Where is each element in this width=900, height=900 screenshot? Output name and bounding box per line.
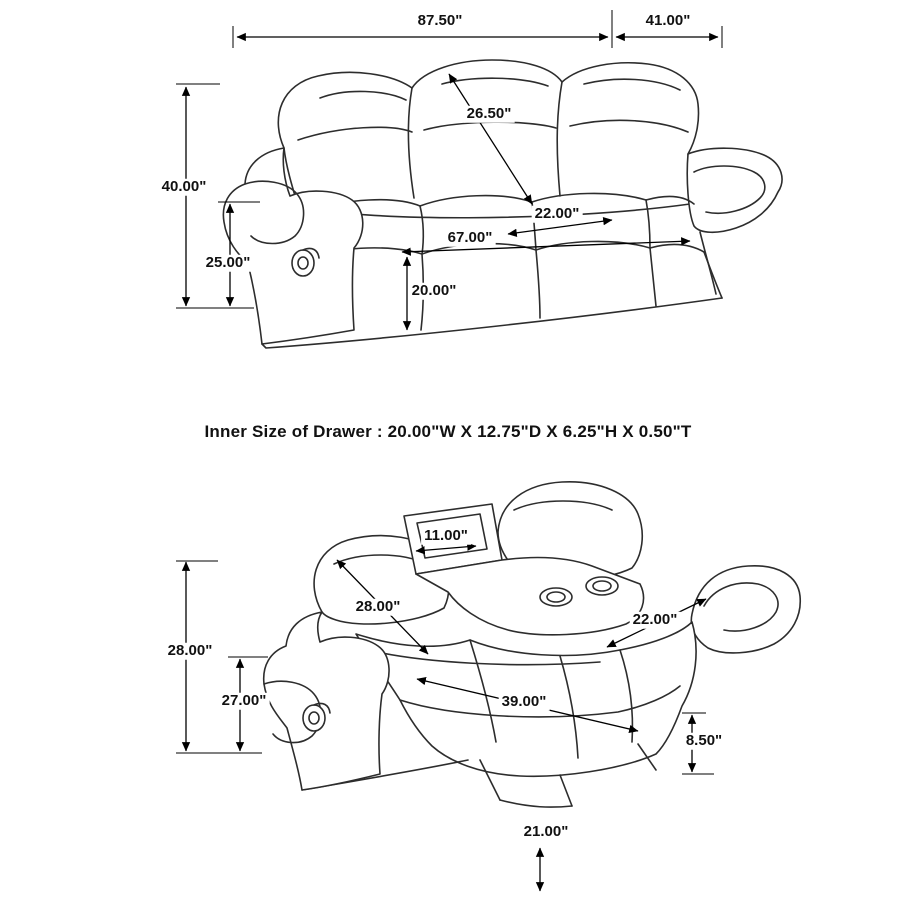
dim-seat-height: 20.00" xyxy=(408,282,460,300)
cupholders xyxy=(539,576,619,607)
dim-seat-depth: 22.00" xyxy=(531,205,583,223)
extension-ticks xyxy=(176,10,723,775)
dim-overall-width: 87.50" xyxy=(414,12,466,30)
dim-recline-extension: 39.00" xyxy=(498,693,550,711)
dim-arm-height: 25.00" xyxy=(202,254,254,272)
dim-overall-height: 40.00" xyxy=(158,178,210,196)
dim-inner-width: 67.00" xyxy=(444,229,496,247)
sofa-upright-drawing xyxy=(222,59,783,349)
recliner-handle-upright xyxy=(291,247,320,277)
dim-seat-back-diag: 28.00" xyxy=(352,598,404,616)
dim-arm-height-reclined: 27.00" xyxy=(218,692,270,710)
dim-console-width: 11.00" xyxy=(421,527,471,545)
dim-footrest-height: 8.50" xyxy=(682,732,726,750)
dim-seat-width: 22.00" xyxy=(629,611,681,629)
dim-overall-depth: 41.00" xyxy=(642,12,694,30)
dimension-lines xyxy=(181,32,719,892)
drawer-size-note: Inner Size of Drawer : 20.00"W X 12.75"D… xyxy=(204,422,692,442)
sofa-reclined-drawing xyxy=(262,481,801,808)
dim-floor-clearance: 21.00" xyxy=(520,823,572,841)
recliner-handle-reclined xyxy=(302,702,331,732)
dim-back-height: 26.50" xyxy=(463,105,515,123)
dim-reclined-height: 28.00" xyxy=(164,642,216,660)
